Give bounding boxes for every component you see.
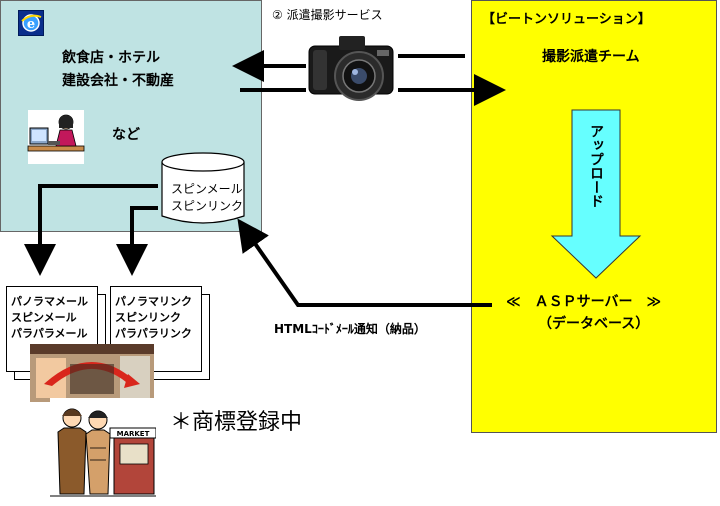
doc-mail-line1: パノラマメール	[11, 295, 88, 308]
cylinder-line1: スピンメール	[171, 182, 243, 196]
notify-label: HTMLｺｰﾄﾞﾒｰﾙ通知（納品）	[274, 322, 426, 336]
svg-text:e: e	[27, 17, 35, 32]
asp-team: 撮影派遣チーム	[542, 49, 640, 65]
doc-card-mail: パノラマメール スピンメール パラパラメール	[6, 286, 98, 372]
office-woman-icon	[26, 108, 86, 166]
arrow-db-to-mail	[24, 184, 158, 276]
market-sign-text: MARKET	[117, 430, 150, 438]
asp-header: 【ビートンソリューション】	[482, 12, 651, 27]
mail-preview-image	[30, 344, 154, 402]
doc-link-line1: パノラマリンク	[115, 295, 192, 308]
upload-arrow	[550, 109, 642, 279]
arrow-db-to-link	[116, 206, 158, 276]
ie-icon: e	[18, 10, 44, 36]
asp-upload: アップロード	[588, 124, 604, 208]
asp-server-line1: ≪ ＡＳＰサーバー ≫	[506, 294, 662, 310]
spin-db-cylinder	[161, 152, 245, 224]
client-line1: 飲食店・ホテル	[62, 50, 160, 66]
client-etc: など	[112, 127, 140, 143]
trademark-note: ＊商標登録中	[170, 410, 303, 435]
camera-icon	[305, 32, 397, 108]
client-line2: 建設会社・不動産	[62, 73, 174, 89]
ie-glyph-icon: e	[21, 14, 42, 32]
market-couple-icon: MARKET	[50, 398, 157, 502]
service-label: ② 派遣撮影サービス	[272, 8, 383, 22]
arrow-notify	[237, 218, 492, 307]
doc-mail-line3: パラパラメール	[11, 327, 88, 340]
doc-link-line3: パラパラリンク	[115, 327, 192, 340]
cylinder-line2: スピンリンク	[171, 199, 244, 213]
doc-mail-line2: スピンメール	[11, 311, 77, 324]
asp-server-line2: （データベース）	[538, 316, 650, 332]
doc-link-line2: スピンリンク	[115, 311, 181, 324]
